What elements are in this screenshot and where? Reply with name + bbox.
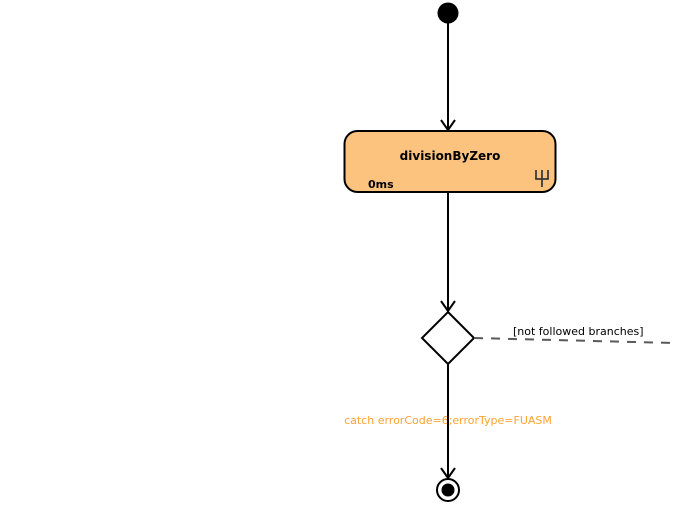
control-flow-action-to-decision — [440, 192, 456, 313]
action-node-division-by-zero[interactable] — [343, 130, 557, 193]
decision-node[interactable] — [420, 310, 476, 366]
not-followed-branches-dashed-line — [473, 337, 674, 344]
action-name-label: divisionByZero — [400, 149, 501, 163]
control-flow-initial-to-action — [440, 23, 456, 132]
initial-node[interactable] — [437, 2, 459, 24]
action-duration-label: 0ms — [368, 178, 394, 191]
decision-annotation-label: [not followed branches] — [513, 325, 644, 338]
final-node[interactable] — [436, 478, 460, 502]
rake-icon — [535, 170, 549, 187]
